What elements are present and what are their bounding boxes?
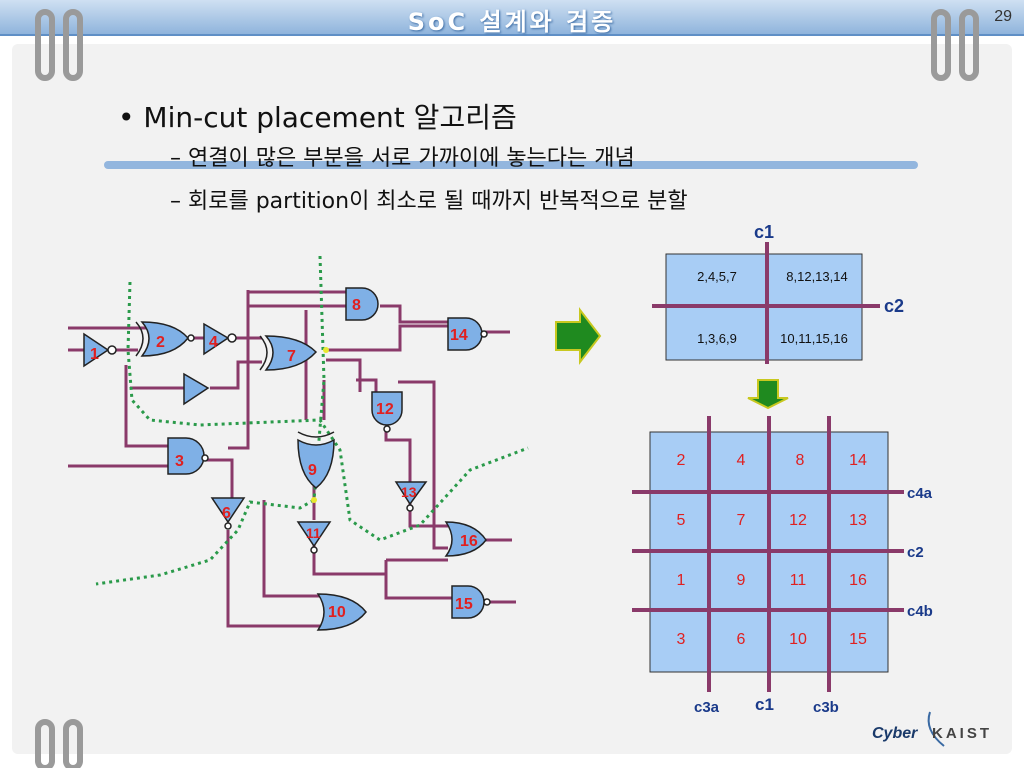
grid4-cut-c3b: c3b [813,699,839,716]
gate-12 [371,391,403,433]
title-bar: SoC 설계와 검증 29 [0,0,1024,36]
bullet-sub-1: – 연결이 많은 부분을 서로 가까이에 놓는다는 개념 [170,146,635,171]
decorative-rule [104,161,918,169]
junction-dot [311,497,317,503]
gate-9 [297,431,335,489]
logo-text-kaist: KAIST [932,725,992,742]
gate-13 [394,481,428,512]
gate-label-2: 2 [156,334,165,351]
gate-8 [345,287,379,321]
gate-label-10: 10 [328,604,346,621]
grid4-cell: 14 [849,452,867,469]
grid2-cut-c1: c1 [754,222,774,242]
gate-14 [447,317,488,351]
gate-11 [296,521,332,554]
page-number: 29 [994,8,1012,25]
grid2-cut-c2: c2 [884,296,904,316]
gate-label-12: 12 [376,401,394,418]
gate-label-13: 13 [401,484,417,500]
gate-label-11: 11 [306,525,321,541]
slide-title: SoC 설계와 검증 [407,8,617,36]
circuit-wires [68,290,516,628]
grid4-cell: 13 [849,512,867,529]
gate-label-1: 1 [90,346,99,363]
gate-label-14: 14 [450,327,468,344]
bullet-sub-2: – 회로를 partition이 최소로 될 때까지 반복적으로 분할 [170,189,688,214]
grid4-cell: 7 [737,512,746,529]
gate-label-8: 8 [352,297,361,314]
grid2-cell-3: 10,11,15,16 [780,331,848,346]
logo-text-cyber: Cyber [872,725,918,742]
grid2-cell-0: 2,4,5,7 [697,269,737,284]
gate-1 [83,332,117,368]
gate-label-6: 6 [222,505,231,522]
grid2-cell-1: 8,12,13,14 [786,269,847,284]
cyber-kaist-logo: Cyber KAIST [872,711,992,747]
grid4-cell: 12 [789,512,807,529]
junction-dot [323,347,329,353]
grid4-cell: 6 [737,631,746,648]
grid-2x2: 2,4,5,7 8,12,13,14 1,3,6,9 10,11,15,16 c… [652,222,904,364]
grid4-cell: 16 [849,572,867,589]
grid4-cut-c4a: c4a [907,485,933,502]
bullet-list: • Min-cut placement 알고리즘 – 연결이 많은 부분을 서로… [0,0,1024,230]
grid4-cell: 4 [737,452,746,469]
grid4-cell: 3 [677,631,686,648]
grid4-cut-c2: c2 [907,544,924,561]
gate-labels: 1 2 3 4 5 6 7 8 9 10 11 12 13 14 15 16 [90,297,478,621]
right-arrow-icon [555,307,602,365]
grid4-cell: 9 [737,572,746,589]
down-arrow-icon [747,379,789,410]
gate-label-5: 5 [188,381,196,397]
grid4-cell: 5 [677,512,686,529]
gate-7 [259,335,318,371]
grid4-cell: 11 [790,572,807,589]
gate-5 [183,372,210,406]
grid4-cell: 10 [789,631,807,648]
grid4-cell: 2 [677,452,686,469]
grid4-cell: 1 [677,572,686,589]
grid-4x4: 2 4 8 14 5 7 12 13 1 9 11 16 3 6 10 15 c… [632,416,933,716]
gate-16 [444,521,487,557]
gate-2 [135,321,195,357]
partition-cut-lines [95,255,529,586]
grid2-cell-2: 1,3,6,9 [697,331,737,346]
gate-4 [203,322,237,356]
gates [83,287,491,631]
gate-label-15: 15 [455,596,473,613]
grid4-cut-c3a: c3a [694,699,720,716]
gate-label-3: 3 [175,453,184,470]
bullet-main: • Min-cut placement 알고리즘 [118,101,517,134]
gate-label-7: 7 [287,348,296,365]
gate-10 [316,593,367,631]
gate-3 [167,437,209,475]
grid4-cell: 15 [849,631,867,648]
grid4-cut-c4b: c4b [907,603,933,620]
gate-label-9: 9 [308,462,317,479]
gate-6 [210,497,246,530]
binder-rings [35,9,979,768]
grid4-cell: 8 [796,452,805,469]
gate-15 [451,585,491,619]
grid4-cut-c1: c1 [755,695,774,714]
gate-label-4: 4 [209,334,218,351]
gate-label-16: 16 [460,533,478,550]
